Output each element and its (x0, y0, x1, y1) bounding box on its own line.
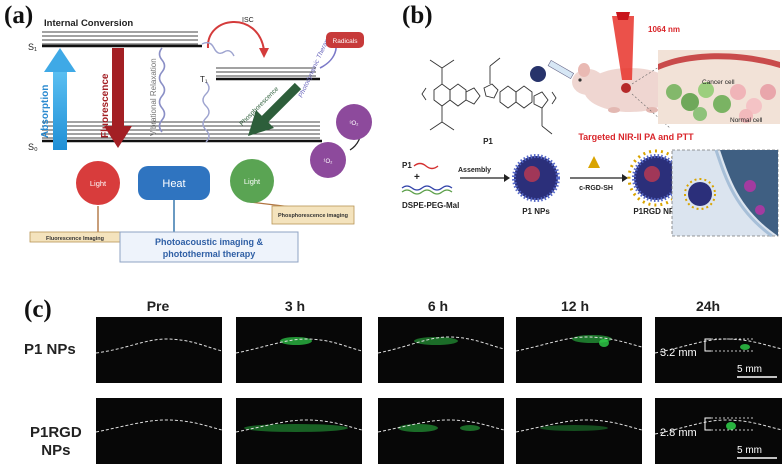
s0-label: S₀ (28, 142, 38, 152)
t1-label: T₁ (200, 75, 208, 84)
tumor-tissue (658, 50, 780, 124)
s1-label: S₁ (28, 42, 37, 52)
image-p1rgd-6h (378, 398, 504, 464)
pa-therapy-line2: photothermal therapy (163, 249, 256, 259)
c-rgd-label: c-RGD-SH (579, 185, 613, 192)
heat-label: Heat (162, 178, 185, 190)
isc-wave (201, 41, 235, 57)
vibrational-relaxation-label: Vibrational Relaxation (149, 58, 158, 136)
row-label-p1rgd-line1: P1RGD (30, 424, 82, 441)
mouse-illustration (572, 63, 731, 113)
scale-label-p1rgd: 5 mm (737, 445, 762, 456)
isc-arrow (206, 21, 265, 51)
absorption-label: Absorption (40, 85, 51, 138)
panel-c-label: (c) (24, 296, 52, 323)
p1-structure-label: P1 (483, 137, 493, 146)
panel-b-label: (b) (402, 2, 433, 29)
image-p1rgd-pre (96, 398, 222, 464)
p1-nps-label: P1 NPs (522, 207, 550, 216)
singlet-oxygen-label: ¹O₂ (324, 159, 334, 165)
column-label-pre: Pre (146, 298, 170, 314)
fluorescence-label: Fluorescence (100, 73, 111, 138)
image-p1-12h (516, 317, 642, 383)
phosphorescence-wave (202, 81, 210, 143)
p1-label: P1 (402, 161, 412, 170)
p1-polymer-structure (421, 57, 557, 135)
dspe-chain (401, 185, 453, 191)
fluorescence-imaging-label: Fluorescence Imaging (46, 236, 104, 242)
assembly-label: Assembly (458, 167, 491, 174)
s1-levels (42, 31, 198, 45)
row-label-p1rgd-line2: NPs (41, 442, 71, 459)
t1-levels (216, 67, 316, 77)
phosphorescence-imaging-box (271, 205, 355, 225)
row-label-p1-nps-text: P1 NPs (24, 341, 76, 358)
plus-sign: + (414, 172, 420, 183)
laser-wavelength-label: 1064 nm (648, 25, 680, 34)
image-p1-pre (96, 317, 222, 383)
image-p1-3h (236, 317, 362, 383)
nanoparticle-scheme: P1 1064 nm Targeted NIR-II PA and PTT Ca… (401, 12, 780, 238)
light-right-label: Light (244, 177, 261, 186)
image-p1rgd-12h (516, 398, 642, 464)
absorption-arrow (44, 48, 76, 150)
cancer-cell-label: Cancer cell (702, 79, 735, 86)
singlet-oxygen-circle (310, 142, 346, 178)
row-label-p1rgd-nps: P1RGD NPs (30, 424, 82, 460)
column-label-3h: 3 h (284, 298, 306, 314)
c-rgd-icon (588, 156, 600, 168)
column-label-24h: 24h (695, 298, 721, 314)
light-right-circle (230, 159, 274, 203)
p1-chain (413, 162, 439, 170)
triplet-oxygen-circle (336, 104, 372, 140)
dspe-label: DSPE-PEG-Mal (402, 201, 459, 210)
light-left-label: Light (90, 179, 107, 188)
radicals-box (326, 32, 364, 48)
internal-conversion-label: Internal Conversion (44, 18, 133, 29)
phosphorescence-imaging-label: Phosphorescence imaging (278, 213, 348, 219)
targeted-title: Targeted NIR-II PA and PTT (578, 132, 694, 142)
pa-therapy-box (119, 231, 299, 263)
image-p1-6h (378, 317, 504, 383)
normal-cell-label: Normal cell (730, 117, 763, 124)
image-p1-24h (655, 317, 782, 383)
triplet-oxygen-label: ³O₂ (350, 121, 360, 127)
fluorescence-arrow (104, 48, 132, 148)
depth-label-p1rgd: 2.8 mm (660, 427, 697, 439)
scale-label-p1: 5 mm (737, 364, 762, 375)
column-label-6h: 6 h (427, 298, 449, 314)
row-label-p1-nps: P1 NPs (24, 341, 76, 359)
laser-beam (612, 12, 634, 80)
image-p1rgd-24h (655, 398, 782, 464)
column-label-12h: 12 h (560, 298, 589, 314)
syringe-icon (530, 59, 575, 82)
panel-a-label: (a) (4, 2, 34, 29)
heat-box (138, 166, 210, 200)
phosphorescence-arrow (248, 82, 302, 136)
s0-levels (42, 121, 320, 139)
pa-therapy-line1: Photoacoustic imaging & (155, 237, 264, 247)
p1rgd-nps-label: P1RGD NPs (633, 207, 679, 216)
light-left-circle (76, 161, 120, 205)
isc-label: ISC (242, 17, 254, 24)
image-p1rgd-3h (236, 398, 362, 464)
jablonski-diagram: Internal Conversion ISC S₁ S₀ T₁ Absorpt… (28, 17, 372, 263)
radicals-label: Radicals (333, 38, 359, 45)
p1-nps-sphere (512, 154, 560, 202)
vibrational-relaxation-wave (158, 47, 166, 133)
depth-label-p1: 3.2 mm (660, 347, 697, 359)
